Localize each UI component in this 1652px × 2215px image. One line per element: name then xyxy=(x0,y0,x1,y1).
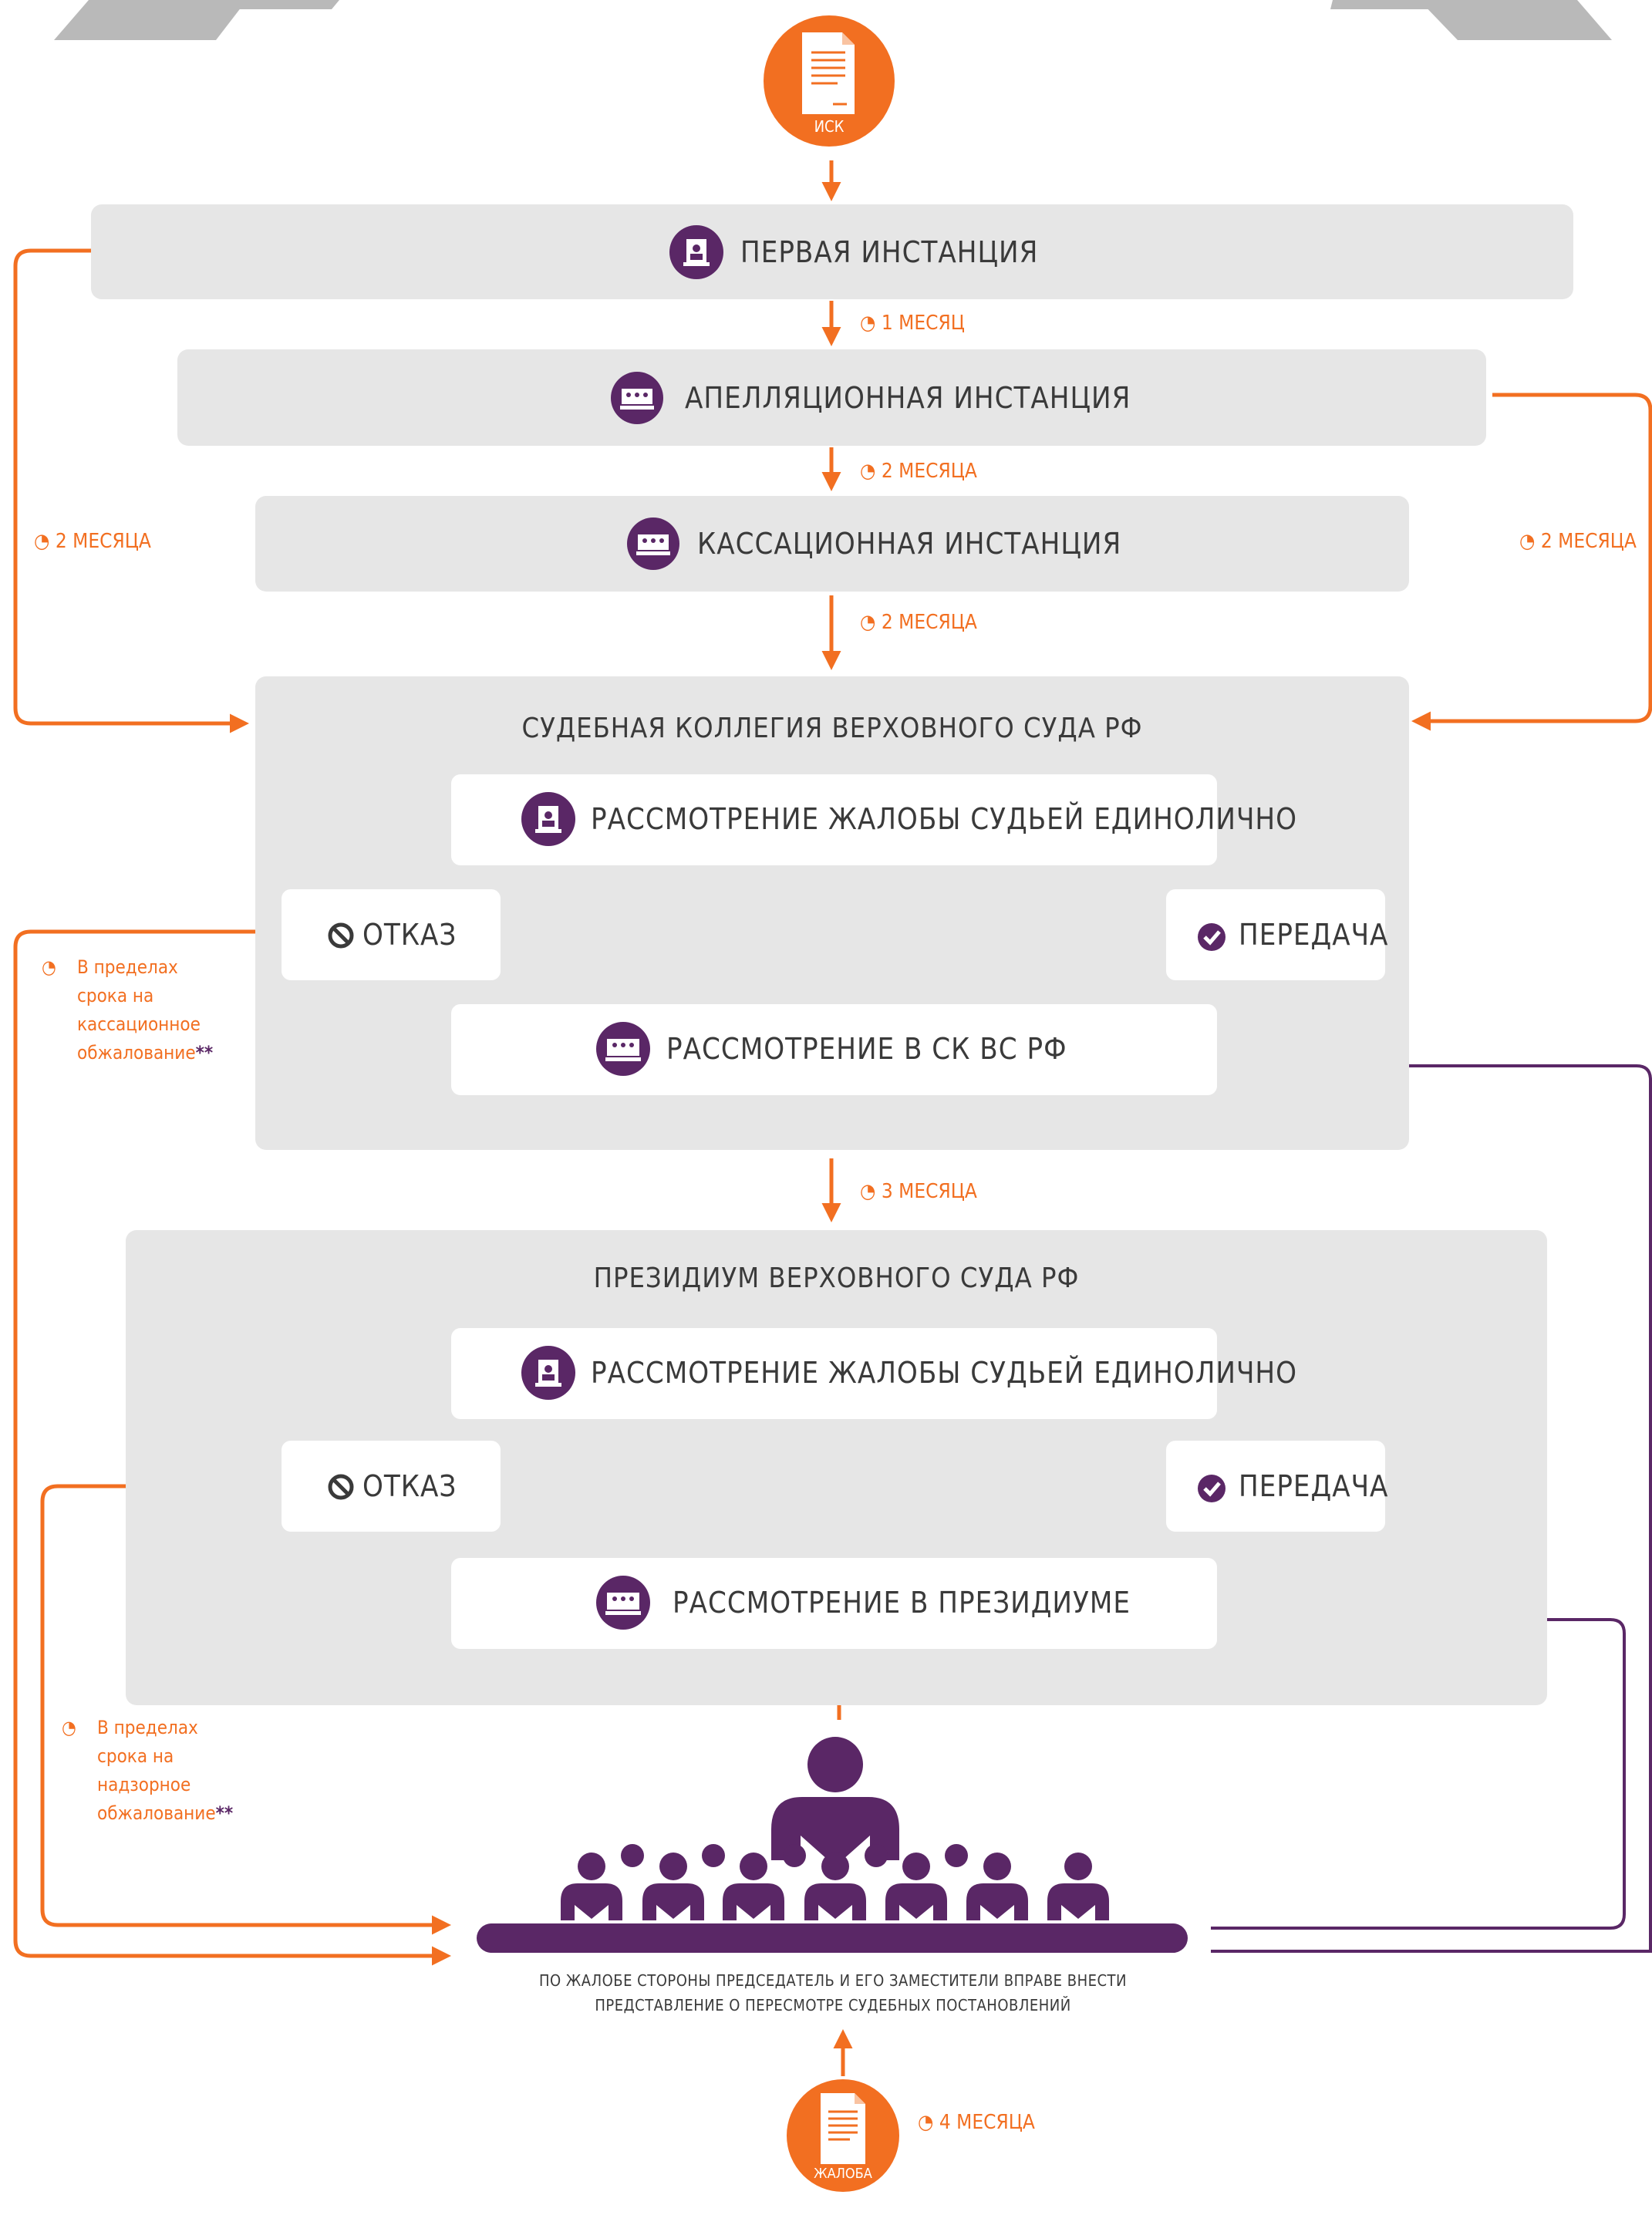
claim-node: ИСК xyxy=(764,15,895,147)
prohibited-icon xyxy=(328,1474,354,1500)
judge-figure-back xyxy=(945,1844,968,1867)
college-reject-card xyxy=(282,889,501,980)
complaint-label: ЖАЛОБА xyxy=(814,2166,872,2182)
clock-icon: ◔ xyxy=(918,2111,939,2134)
clock-icon: ◔ xyxy=(34,530,56,553)
clock-icon: ◔ xyxy=(860,1180,882,1203)
clock-icon: ◔ xyxy=(860,460,882,483)
clock-icon: ◔ xyxy=(860,312,882,335)
complaint-node: ЖАЛОБА xyxy=(787,2079,899,2192)
clock-icon: ◔ xyxy=(1519,530,1541,553)
prohibited-icon xyxy=(328,922,354,949)
cassation-instance-label: КАССАЦИОННАЯ ИНСТАНЦИЯ xyxy=(697,527,1122,561)
presidium-reject-card xyxy=(282,1441,501,1532)
chairman-figure xyxy=(771,1737,899,1866)
panel-icon xyxy=(627,518,679,570)
corner-decoration-left xyxy=(54,0,339,40)
panel-icon xyxy=(611,372,663,424)
clock-icon: ◔ xyxy=(42,956,56,978)
college-title: СУДЕБНАЯ КОЛЛЕГИЯ ВЕРХОВНОГО СУДА РФ xyxy=(521,713,1143,744)
document-icon xyxy=(802,32,855,114)
duration-4: ◔ 3 МЕСЯЦА xyxy=(860,1180,977,1203)
duration-left-bypass: ◔ 2 МЕСЯЦА xyxy=(34,530,151,553)
judge-icon xyxy=(521,792,575,846)
document-icon xyxy=(821,2093,865,2164)
duration-2: ◔ 2 МЕСЯЦА xyxy=(860,460,977,483)
checkmark-icon xyxy=(1197,1474,1226,1503)
clock-icon: ◔ xyxy=(860,611,882,634)
checkmark-icon xyxy=(1197,922,1226,952)
judge-figure xyxy=(723,1853,784,1920)
judge-figure xyxy=(561,1853,622,1920)
presidium-review-label: РАССМОТРЕНИЕ ЖАЛОБЫ СУДЬЕЙ ЕДИНОЛИЧНО xyxy=(591,1356,1298,1390)
judge-figure xyxy=(1047,1853,1109,1920)
duration-1: ◔ 1 МЕСЯЦ xyxy=(860,312,965,335)
panel-icon xyxy=(596,1022,650,1076)
college-review-label: РАССМОТРЕНИЕ ЖАЛОБЫ СУДЬЕЙ ЕДИНОЛИЧНО xyxy=(591,802,1298,836)
college-transfer-label: ПЕРЕДАЧА xyxy=(1239,918,1389,952)
presidium-review-card xyxy=(451,1328,1217,1419)
presidium-reject-note: ◔ В пределах срока на надзорное обжалова… xyxy=(62,1714,239,1828)
claim-label: ИСК xyxy=(814,117,845,136)
chairman-note: ПО ЖАЛОБЕ СТОРОНЫ ПРЕДСЕДАТЕЛЬ И ЕГО ЗАМ… xyxy=(538,1971,1128,2014)
duration-complaint: ◔ 4 МЕСЯЦА xyxy=(918,2111,1035,2134)
judge-figure-back xyxy=(865,1844,888,1867)
college-hearing-label: РАССМОТРЕНИЕ В СК ВС РФ xyxy=(666,1032,1067,1066)
college-reject-note: ◔ В пределах срока на кассационное обжал… xyxy=(42,953,213,1067)
panel-icon xyxy=(596,1576,650,1630)
duration-right-bypass: ◔ 2 МЕСЯЦА xyxy=(1519,530,1637,553)
first-instance-label: ПЕРВАЯ ИНСТАНЦИЯ xyxy=(740,235,1039,269)
presidium-people-graphic xyxy=(477,1737,1188,1953)
first-instance-bar xyxy=(91,204,1573,299)
judge-icon xyxy=(521,1346,575,1400)
judge-figure xyxy=(642,1853,704,1920)
cassation-instance-bar xyxy=(255,496,1409,592)
presidium-hearing-card xyxy=(451,1558,1217,1649)
judge-figure xyxy=(885,1853,947,1920)
judge-figure xyxy=(966,1853,1028,1920)
judge-icon xyxy=(669,225,723,279)
corner-decoration-right xyxy=(1330,0,1612,40)
presidium-transfer-label: ПЕРЕДАЧА xyxy=(1239,1469,1389,1503)
college-reject-label: ОТКАЗ xyxy=(362,918,457,952)
judge-figure-back xyxy=(702,1844,725,1867)
judge-figure-back xyxy=(621,1844,644,1867)
clock-icon: ◔ xyxy=(62,1717,76,1738)
college-hearing-card xyxy=(451,1004,1217,1095)
appeal-instance-label: АПЕЛЛЯЦИОННАЯ ИНСТАНЦИЯ xyxy=(685,381,1131,415)
judge-figure xyxy=(804,1853,866,1920)
duration-3: ◔ 2 МЕСЯЦА xyxy=(860,611,977,634)
judge-figure-back xyxy=(783,1844,806,1867)
presidium-reject-label: ОТКАЗ xyxy=(362,1469,457,1503)
college-review-card xyxy=(451,774,1217,865)
presidium-title: ПРЕЗИДИУМ ВЕРХОВНОГО СУДА РФ xyxy=(593,1263,1080,1294)
appeal-instance-bar xyxy=(177,349,1486,446)
presidium-hearing-label: РАССМОТРЕНИЕ В ПРЕЗИДИУМЕ xyxy=(673,1586,1131,1620)
judges-row xyxy=(561,1844,1109,1920)
